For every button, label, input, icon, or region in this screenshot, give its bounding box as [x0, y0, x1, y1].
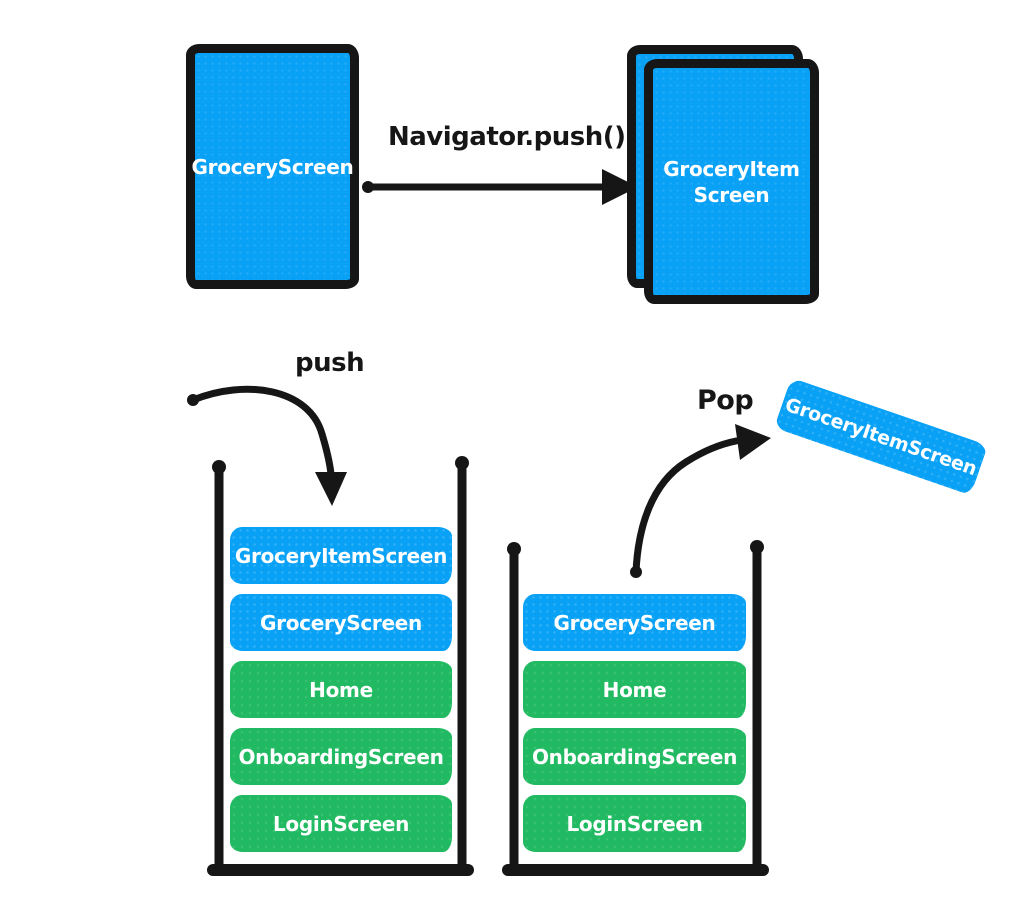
route-label: GroceryScreen — [553, 610, 716, 635]
grocery-screen-phone-label: GroceryScreen — [191, 154, 354, 179]
grocery-item-screen-phone-front: GroceryItem Screen — [645, 60, 818, 303]
route-label: OnboardingScreen — [238, 744, 444, 769]
pop-arrow — [630, 424, 771, 578]
route-label: OnboardingScreen — [531, 744, 738, 769]
right-stack-route-home: Home — [523, 661, 746, 718]
route-label: LoginScreen — [272, 811, 410, 836]
popped-route-bar: GroceryItemScreen — [774, 377, 988, 496]
right-stack-route-grocery-screen: GroceryScreen — [523, 594, 746, 651]
left-stack-route-home: Home — [230, 661, 452, 718]
route-label: GroceryScreen — [260, 610, 422, 635]
left-stack-route-grocery-item-screen: GroceryItemScreen — [230, 527, 452, 584]
push-label: push — [295, 348, 365, 378]
left-stack-route-login-screen: LoginScreen — [230, 795, 452, 852]
left-stack-route-onboarding-screen: OnboardingScreen — [230, 728, 452, 785]
navigator-push-label: Navigator.push() — [388, 122, 626, 152]
pop-label: Pop — [697, 385, 754, 416]
grocery-screen-phone: GroceryScreen — [187, 45, 358, 288]
popped-route-label: GroceryItemScreen — [782, 393, 980, 480]
right-stack-route-login-screen: LoginScreen — [523, 795, 746, 852]
route-label: Home — [602, 677, 667, 702]
left-stack-route-grocery-screen: GroceryScreen — [230, 594, 452, 651]
navigator-push-arrow — [362, 169, 638, 205]
route-label: LoginScreen — [566, 811, 703, 836]
push-arrow — [187, 385, 347, 506]
route-label: GroceryItemScreen — [234, 543, 448, 568]
grocery-item-screen-phone-label: GroceryItem Screen — [663, 156, 800, 207]
route-label: Home — [309, 677, 373, 702]
right-stack-route-onboarding-screen: OnboardingScreen — [523, 728, 746, 785]
